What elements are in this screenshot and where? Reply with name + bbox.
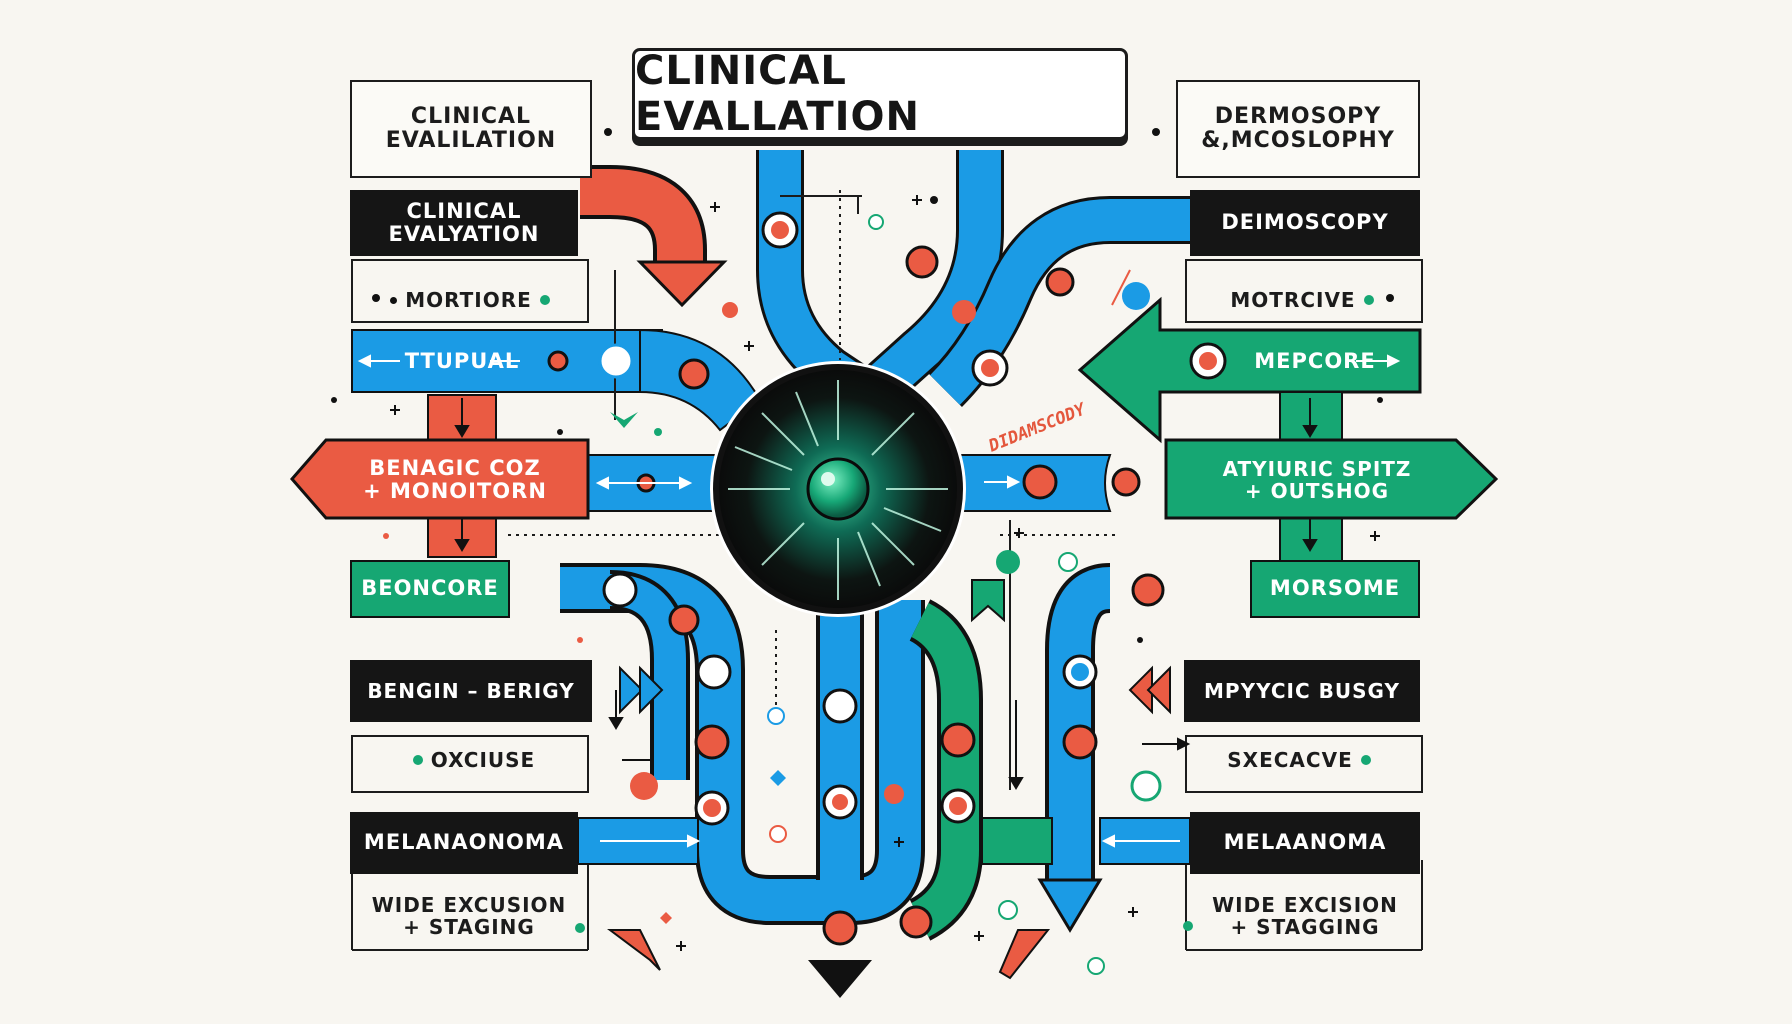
melanoma-box-left: MELANAONOMA xyxy=(350,812,578,874)
status-dot-icon xyxy=(539,295,550,305)
atypical-arrow xyxy=(1164,438,1498,520)
benign-biopsy-box: BENGIN – BERIGY xyxy=(350,660,592,722)
atypical-spitz-label: ATYIURIC SPITZ + OUTSHOG xyxy=(1222,457,1412,503)
bookmark-icon xyxy=(971,579,1005,623)
monitor-label: MORTIORE xyxy=(405,288,532,312)
wide-excision-label-right: WIDE EXCISION + STAGGING xyxy=(1212,893,1398,939)
clinical-evaluation-box: CLINICAL EVALYATION xyxy=(350,190,578,256)
bullet-icon xyxy=(390,296,398,304)
decor-markers xyxy=(331,128,1394,975)
excise-row-left: OXCIUSE xyxy=(370,742,570,778)
melanoma-box-right: MELAANOMA xyxy=(1190,812,1420,874)
motrcive-row: MOTRCIVE xyxy=(1196,282,1416,318)
motrcive-label: MOTRCIVE xyxy=(1230,288,1356,312)
lower-paths xyxy=(560,563,1112,941)
top-right-label-box: DERMOSOPY &,MCOSLOPHY xyxy=(1176,80,1420,178)
excise-label-left: OXCIUSE xyxy=(430,748,536,772)
excise-label-right: SXECACVE xyxy=(1227,748,1353,772)
ttupual-label: TTUPUAL xyxy=(404,349,520,374)
mepcore-label: MEPCORE xyxy=(1254,349,1376,374)
status-dot-icon xyxy=(1360,755,1371,765)
lane-arrows xyxy=(357,354,1401,848)
chevron-right-icon xyxy=(619,665,644,715)
dermoscopy-box: DEIMOSCOPY xyxy=(1190,190,1420,256)
page-title: CLINICAL EVALLATION xyxy=(632,48,1128,140)
morsome-box: MORSOME xyxy=(1250,560,1420,618)
benign-monitoring-label: BENAGIC COZ + MONOITORN xyxy=(363,455,547,503)
coral-arrowhead xyxy=(636,260,728,308)
green-arrow-left xyxy=(1077,296,1422,444)
right-frame-lines xyxy=(1185,259,1423,951)
path-nodes xyxy=(547,211,1227,946)
benign-arrow xyxy=(290,438,590,520)
lesion-eye-icon xyxy=(710,361,966,617)
status-dot-icon xyxy=(412,755,423,765)
thin-arrows xyxy=(454,398,1318,790)
left-frame-lines xyxy=(351,259,589,951)
status-dot-icon xyxy=(1363,295,1374,305)
plus-markers xyxy=(390,195,1380,951)
wide-excision-label-left: WIDE EXCUSION + STAGING xyxy=(371,893,567,939)
monitor-row: MORTIORE xyxy=(370,282,570,318)
beoncore-box: BEONCORE xyxy=(350,560,510,618)
biopsy-box-right: MPYYCIC BUSGY xyxy=(1184,660,1420,722)
top-left-label-box: CLINICAL EVALILATION xyxy=(350,80,592,178)
excise-row-right: SXECACVE xyxy=(1196,742,1410,778)
